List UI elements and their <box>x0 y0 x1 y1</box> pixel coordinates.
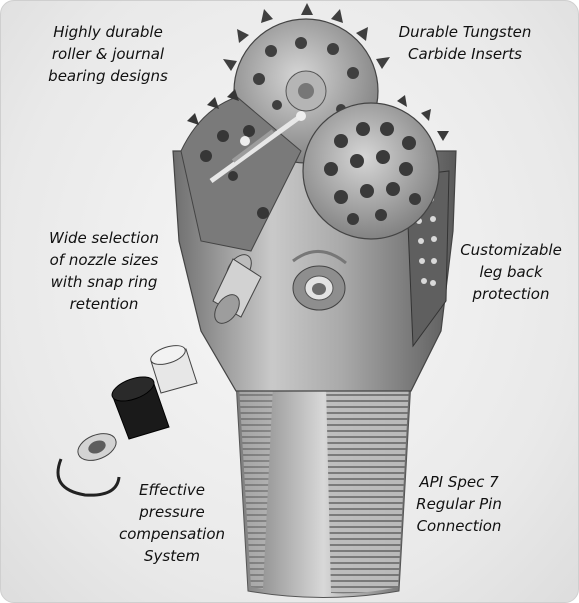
threaded-pin <box>235 380 412 598</box>
callout-line: Regular Pin <box>416 495 502 513</box>
callout-pressure-compensation: Effective pressure compensation System <box>99 479 245 567</box>
callout-pin-connection: API Spec 7 Regular Pin Connection <box>395 471 523 537</box>
callout-line: Effective <box>139 481 205 499</box>
callout-line: Connection <box>416 517 502 535</box>
compensation-parts <box>56 345 198 497</box>
callout-line: pressure <box>139 503 205 521</box>
callout-line: compensation <box>118 525 226 543</box>
callout-line: Carbide Inserts <box>408 45 522 63</box>
callout-tungsten-inserts: Durable Tungsten Carbide Inserts <box>395 21 535 65</box>
callout-line: Highly durable <box>53 23 163 41</box>
callout-nozzle-sizes: Wide selection of nozzle sizes with snap… <box>23 227 185 315</box>
callout-leg-back-protection: Customizable leg back protection <box>445 239 577 305</box>
callout-line: of nozzle sizes <box>49 251 159 269</box>
callout-line: protection <box>472 285 550 303</box>
callout-line: Durable Tungsten <box>398 23 532 41</box>
callout-line: retention <box>69 295 139 313</box>
callout-line: roller & journal <box>51 45 165 63</box>
callout-line: API Spec 7 <box>419 473 499 491</box>
callout-bearing-designs: Highly durable roller & journal bearing … <box>37 21 179 87</box>
callout-line: Wide selection <box>49 229 159 247</box>
cones <box>180 3 449 252</box>
callout-line: Customizable <box>460 241 562 259</box>
callout-line: System <box>144 547 200 565</box>
callout-line: bearing designs <box>48 67 168 85</box>
callout-line: leg back <box>479 263 543 281</box>
callout-line: with snap ring <box>50 273 158 291</box>
nozzle <box>212 254 262 324</box>
